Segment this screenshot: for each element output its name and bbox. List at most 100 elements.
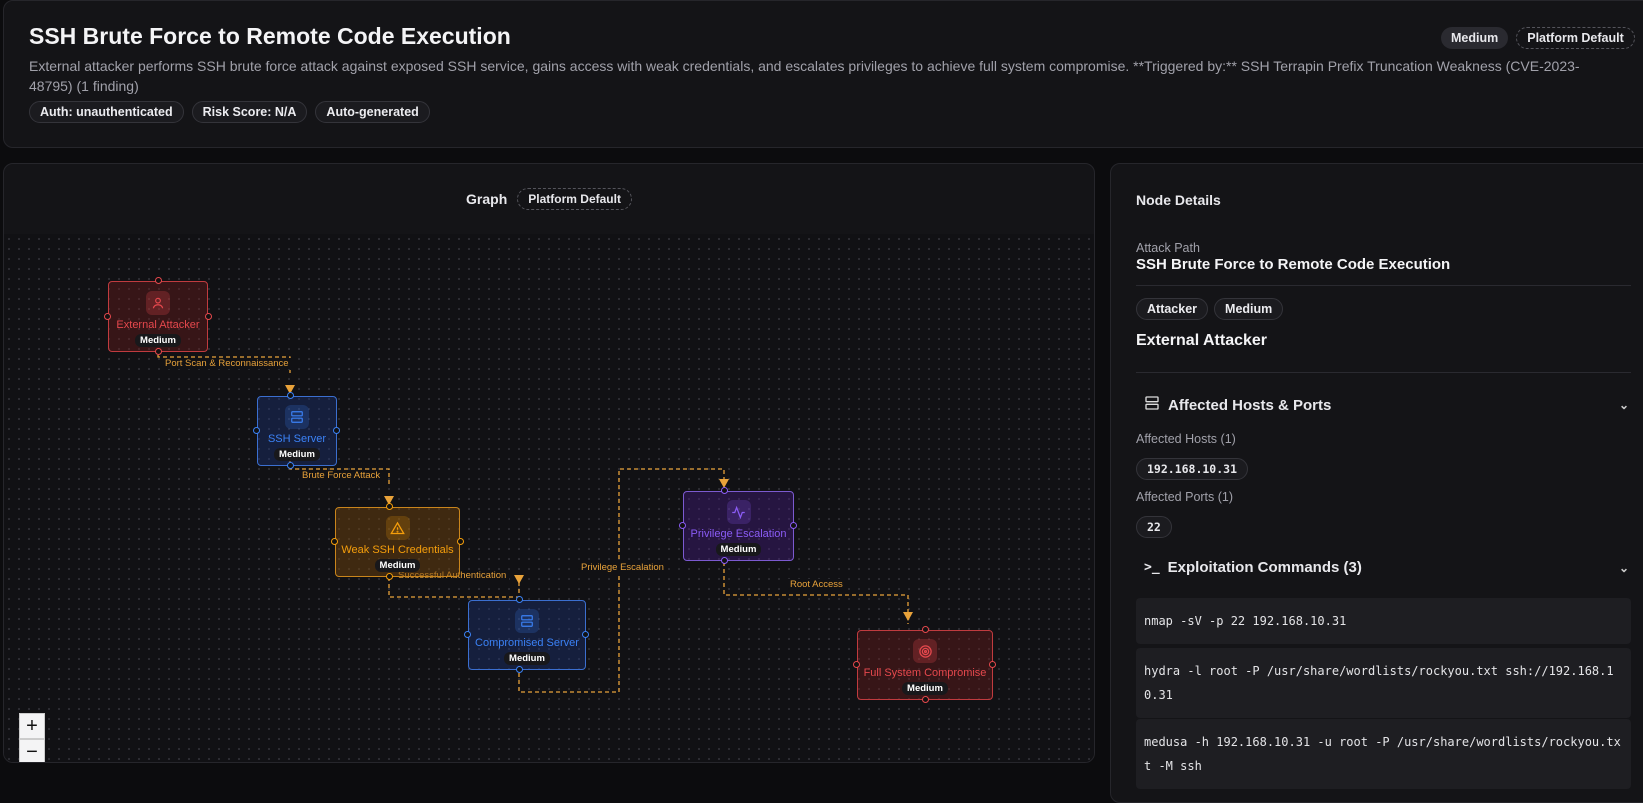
- edge-label: Root Access: [787, 579, 846, 590]
- node-severity-badge: Medium: [274, 448, 320, 461]
- node-label: Weak SSH Credentials: [341, 544, 454, 556]
- node-handle[interactable]: [386, 503, 393, 510]
- header-badges: Medium Platform Default: [1441, 27, 1635, 49]
- user-icon: [146, 291, 170, 315]
- node-label: Full System Compromise: [863, 667, 987, 679]
- terminal-icon: >_: [1144, 560, 1160, 575]
- node-handle[interactable]: [516, 666, 523, 673]
- chevron-down-icon[interactable]: ⌄: [1618, 398, 1629, 412]
- node-handle[interactable]: [516, 596, 523, 603]
- page-title: SSH Brute Force to Remote Code Execution: [29, 23, 511, 49]
- node-label: SSH Server: [267, 433, 327, 445]
- node-severity-badge: Medium: [374, 559, 421, 572]
- graph-source-badge: Platform Default: [517, 188, 632, 210]
- node-severity-badge: Medium: [902, 682, 948, 695]
- graph-canvas[interactable]: [4, 234, 1094, 762]
- edge-arrow: [285, 385, 295, 394]
- divider: [1136, 285, 1631, 286]
- risk-score-pill: Risk Score: N/A: [191, 101, 308, 123]
- node-handle[interactable]: [922, 696, 929, 703]
- edge-privilege-escalation: [518, 468, 725, 693]
- ports-label: Affected Ports (1): [1136, 490, 1234, 504]
- node-handle[interactable]: [331, 538, 338, 545]
- node-handle[interactable]: [922, 626, 929, 633]
- server-icon: [1144, 395, 1160, 415]
- node-external-attacker[interactable]: External Attacker Medium: [108, 281, 208, 352]
- details-title: Node Details: [1136, 192, 1221, 208]
- divider: [1136, 372, 1631, 373]
- node-ssh-server[interactable]: SSH Server Medium: [257, 396, 337, 466]
- edge-label: Brute Force Attack: [299, 470, 384, 481]
- server-icon: [515, 609, 539, 633]
- node-severity-badge: Medium: [504, 652, 550, 665]
- edge-successful-auth: [388, 573, 520, 598]
- node-handle[interactable]: [253, 427, 260, 434]
- command-block[interactable]: nmap -sV -p 22 192.168.10.31: [1136, 598, 1631, 644]
- attack-path-name: SSH Brute Force to Remote Code Execution: [1136, 256, 1451, 273]
- node-handle[interactable]: [464, 631, 471, 638]
- node-handle[interactable]: [287, 462, 294, 469]
- node-handle[interactable]: [582, 631, 589, 638]
- edge-label: Port Scan & Reconnaissance: [162, 358, 292, 369]
- node-handle[interactable]: [989, 661, 996, 668]
- edge-label: Successful Authentication: [395, 570, 510, 581]
- node-handle[interactable]: [721, 557, 728, 564]
- edge-brute-force: [289, 460, 390, 484]
- port-chip: 22: [1136, 516, 1172, 538]
- node-handle[interactable]: [155, 348, 162, 355]
- auto-generated-pill: Auto-generated: [315, 101, 430, 123]
- graph-title: Graph: [466, 191, 508, 207]
- node-privilege-escalation[interactable]: Privilege Escalation Medium: [683, 491, 794, 561]
- edge-arrow: [514, 575, 524, 584]
- server-icon: [285, 405, 309, 429]
- node-details-panel: Node Details Attack Path SSH Brute Force…: [1110, 163, 1643, 803]
- node-tags: Attacker Medium: [1136, 298, 1284, 320]
- host-chip: 192.168.10.31: [1136, 458, 1249, 480]
- node-handle[interactable]: [790, 522, 797, 529]
- node-handle[interactable]: [287, 392, 294, 399]
- activity-icon: [726, 500, 751, 524]
- node-handle[interactable]: [679, 522, 686, 529]
- command-block[interactable]: hydra -l root -P /usr/share/wordlists/ro…: [1136, 648, 1631, 718]
- zoom-out-button[interactable]: −: [19, 739, 45, 762]
- node-handle[interactable]: [155, 277, 162, 284]
- edge-arrow: [719, 479, 729, 488]
- hosts-section-title: Affected Hosts & Ports: [1168, 396, 1332, 414]
- node-handle[interactable]: [104, 313, 111, 320]
- source-badge: Platform Default: [1516, 27, 1635, 49]
- zoom-in-button[interactable]: +: [19, 713, 45, 739]
- node-severity-badge: Medium: [715, 543, 762, 556]
- graph-panel: Graph Platform Default Port Scan & Recon…: [3, 163, 1095, 763]
- attack-path-label: Attack Path: [1136, 241, 1200, 255]
- attack-path-description: External attacker performs SSH brute for…: [29, 58, 1580, 94]
- edge-arrow: [384, 496, 394, 505]
- node-full-system-compromise[interactable]: Full System Compromise Medium: [857, 630, 993, 700]
- node-handle[interactable]: [386, 573, 393, 580]
- meta-pills: Auth: unauthenticated Risk Score: N/A Au…: [29, 101, 430, 123]
- node-label: Privilege Escalation: [690, 528, 787, 540]
- node-handle[interactable]: [205, 313, 212, 320]
- node-name: External Attacker: [1136, 332, 1268, 349]
- commands-section-header[interactable]: >_ Exploitation Commands (3) ⌄: [1144, 559, 1629, 576]
- node-handle[interactable]: [721, 487, 728, 494]
- node-compromised-server[interactable]: Compromised Server Medium: [468, 600, 586, 670]
- hosts-section-header[interactable]: Affected Hosts & Ports ⌄: [1144, 395, 1629, 415]
- target-icon: [913, 639, 937, 663]
- node-severity-badge: Medium: [135, 334, 181, 347]
- hosts-label: Affected Hosts (1): [1136, 432, 1236, 446]
- severity-badge: Medium: [1441, 27, 1509, 49]
- edge-label: Privilege Escalation: [578, 562, 667, 573]
- node-handle[interactable]: [457, 538, 464, 545]
- node-type-tag: Attacker: [1136, 298, 1209, 320]
- node-label: External Attacker: [116, 319, 200, 331]
- commands-section-title: Exploitation Commands (3): [1167, 559, 1362, 576]
- node-label: Compromised Server: [475, 637, 579, 649]
- edge-arrow: [903, 612, 913, 621]
- node-handle[interactable]: [853, 661, 860, 668]
- node-handle[interactable]: [333, 427, 340, 434]
- graph-header: Graph Platform Default: [4, 164, 1094, 234]
- command-block[interactable]: medusa -h 192.168.10.31 -u root -P /usr/…: [1136, 719, 1631, 789]
- node-weak-ssh-credentials[interactable]: Weak SSH Credentials Medium: [335, 507, 460, 577]
- warning-icon: [385, 516, 410, 540]
- chevron-down-icon[interactable]: ⌄: [1618, 560, 1629, 575]
